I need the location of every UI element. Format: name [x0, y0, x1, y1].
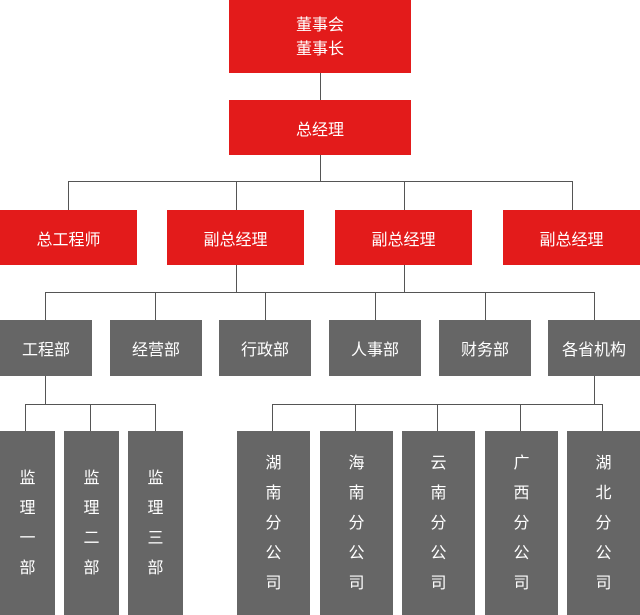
- connector: [272, 404, 273, 431]
- executive-node: 总工程师: [0, 210, 137, 265]
- executive-label: 副总经理: [539, 229, 604, 249]
- general-manager-label: 总经理: [295, 119, 344, 139]
- connector: [404, 181, 405, 210]
- supervision-node: 监 理 二 部: [64, 431, 119, 615]
- general-manager-node: 总经理: [229, 100, 411, 155]
- department-node: 各省机构: [548, 320, 640, 376]
- connector: [90, 404, 91, 431]
- connector: [155, 292, 156, 320]
- connector: [437, 404, 438, 431]
- department-node: 经营部: [110, 320, 202, 376]
- branch-node: 云 南 分 公 司: [402, 431, 475, 615]
- branch-label: 湖 南 分 公 司: [265, 453, 282, 592]
- department-label: 行政部: [240, 340, 289, 359]
- supervision-label: 监 理 二 部: [83, 468, 100, 577]
- executive-label: 副总经理: [371, 229, 436, 249]
- department-node: 人事部: [329, 320, 421, 376]
- connector: [520, 404, 521, 431]
- connector: [68, 181, 69, 210]
- connector: [236, 265, 237, 293]
- connector: [265, 292, 266, 320]
- branch-label: 湖 北 分 公 司: [595, 453, 612, 592]
- department-node: 行政部: [219, 320, 311, 376]
- branch-node: 广 西 分 公 司: [485, 431, 558, 615]
- connector: [404, 265, 405, 293]
- connector: [572, 181, 573, 210]
- connector: [236, 181, 237, 210]
- connector: [45, 292, 595, 293]
- connector: [485, 292, 486, 320]
- executive-label: 总工程师: [36, 229, 101, 249]
- chairman-label: 董事长: [295, 38, 344, 58]
- connector: [594, 376, 595, 404]
- board-label: 董事会: [295, 14, 344, 34]
- connector: [45, 376, 46, 404]
- connector: [320, 155, 321, 182]
- supervision-label: 监 理 一 部: [19, 468, 36, 577]
- department-label: 经营部: [131, 340, 180, 359]
- department-label: 各省机构: [561, 340, 626, 359]
- connector: [602, 404, 603, 431]
- branch-label: 海 南 分 公 司: [348, 453, 365, 592]
- supervision-label: 监 理 三 部: [147, 468, 164, 577]
- executive-node: 副总经理: [335, 210, 472, 265]
- executive-node: 副总经理: [167, 210, 304, 265]
- department-node: 工程部: [0, 320, 92, 376]
- connector: [25, 404, 26, 431]
- connector: [155, 404, 156, 431]
- department-label: 人事部: [350, 340, 399, 359]
- executive-label: 副总经理: [203, 229, 268, 249]
- branch-label: 广 西 分 公 司: [513, 453, 530, 592]
- connector: [355, 404, 356, 431]
- connector: [320, 73, 321, 100]
- connector: [68, 181, 573, 182]
- department-node: 财务部: [439, 320, 531, 376]
- branch-node: 湖 南 分 公 司: [237, 431, 310, 615]
- executive-node: 副总经理: [503, 210, 640, 265]
- connector: [45, 292, 46, 320]
- branch-node: 海 南 分 公 司: [320, 431, 393, 615]
- department-label: 工程部: [21, 340, 70, 359]
- board-node: 董事会 董事长: [229, 0, 411, 73]
- supervision-node: 监 理 一 部: [0, 431, 55, 615]
- branch-node: 湖 北 分 公 司: [567, 431, 640, 615]
- branch-label: 云 南 分 公 司: [430, 453, 447, 592]
- connector: [594, 292, 595, 320]
- connector: [375, 292, 376, 320]
- department-label: 财务部: [460, 340, 509, 359]
- supervision-node: 监 理 三 部: [128, 431, 183, 615]
